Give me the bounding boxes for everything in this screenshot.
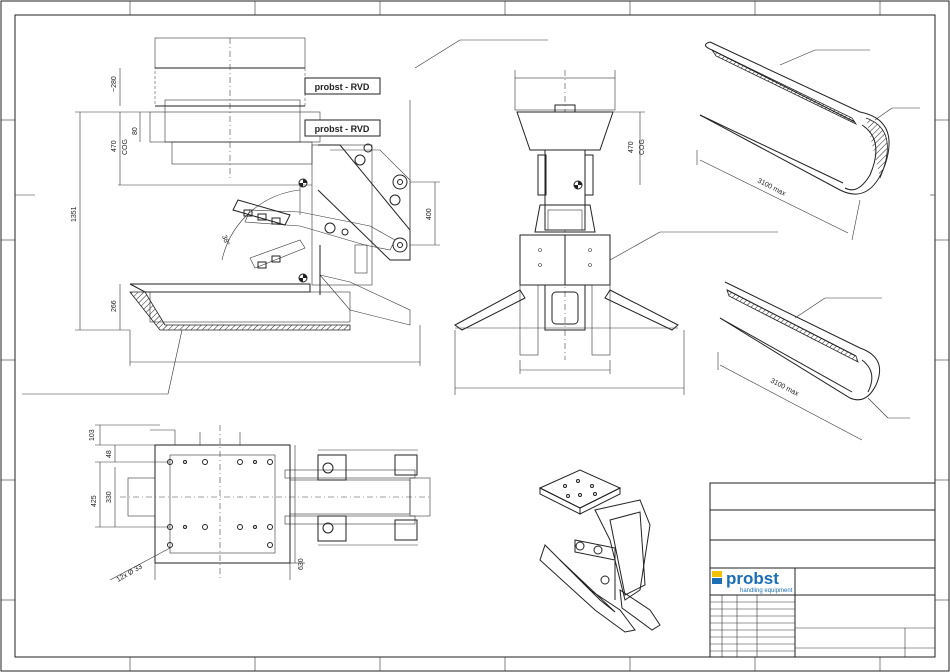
pipe-1-length: 3100 max [756, 178, 787, 198]
dim-80: 80 [132, 127, 139, 135]
probst-logo: probst handling equipment [712, 569, 793, 594]
dim-cog-label: COG [122, 139, 129, 155]
dim-1351: 1351 [71, 206, 78, 222]
dim-266: 266 [111, 300, 118, 312]
dim-400: 400 [426, 208, 433, 220]
cog-marker-2 [299, 274, 307, 282]
side-view: probst - RVD probst - RVD 38° [22, 38, 548, 394]
top-view: 103 48 425 330 630 12x Ø 33 [89, 425, 430, 584]
logo-mark-yellow [712, 571, 722, 577]
dim-470: 470 [111, 140, 118, 152]
brand-name: probst [726, 569, 779, 588]
pipe-2: 3100 max [718, 282, 910, 440]
top-dim-103: 103 [89, 429, 96, 441]
top-dim-330: 330 [106, 491, 113, 503]
device-label-bottom: probst - RVD [315, 124, 370, 134]
dim-280: ~280 [111, 76, 118, 92]
top-dim-425: 425 [91, 495, 98, 507]
isometric-view [540, 470, 660, 632]
pipe-2-length: 3100 max [769, 378, 800, 398]
top-dim-630: 630 [298, 558, 305, 570]
pipe-1: 3100 max [697, 42, 920, 240]
device-label-top: probst - RVD [315, 82, 370, 92]
front-view: 470 COG [455, 70, 778, 395]
front-dim-470: 470 [628, 141, 635, 153]
front-dim-cog: COG [639, 139, 646, 155]
brand-tagline: handling equipment [740, 588, 793, 594]
top-dim-48: 48 [106, 450, 113, 458]
top-dim-holes: 12x Ø 33 [116, 563, 144, 583]
cog-marker [299, 179, 307, 187]
dim-38-deg: 38° [220, 234, 231, 247]
logo-mark-blue [712, 578, 722, 584]
